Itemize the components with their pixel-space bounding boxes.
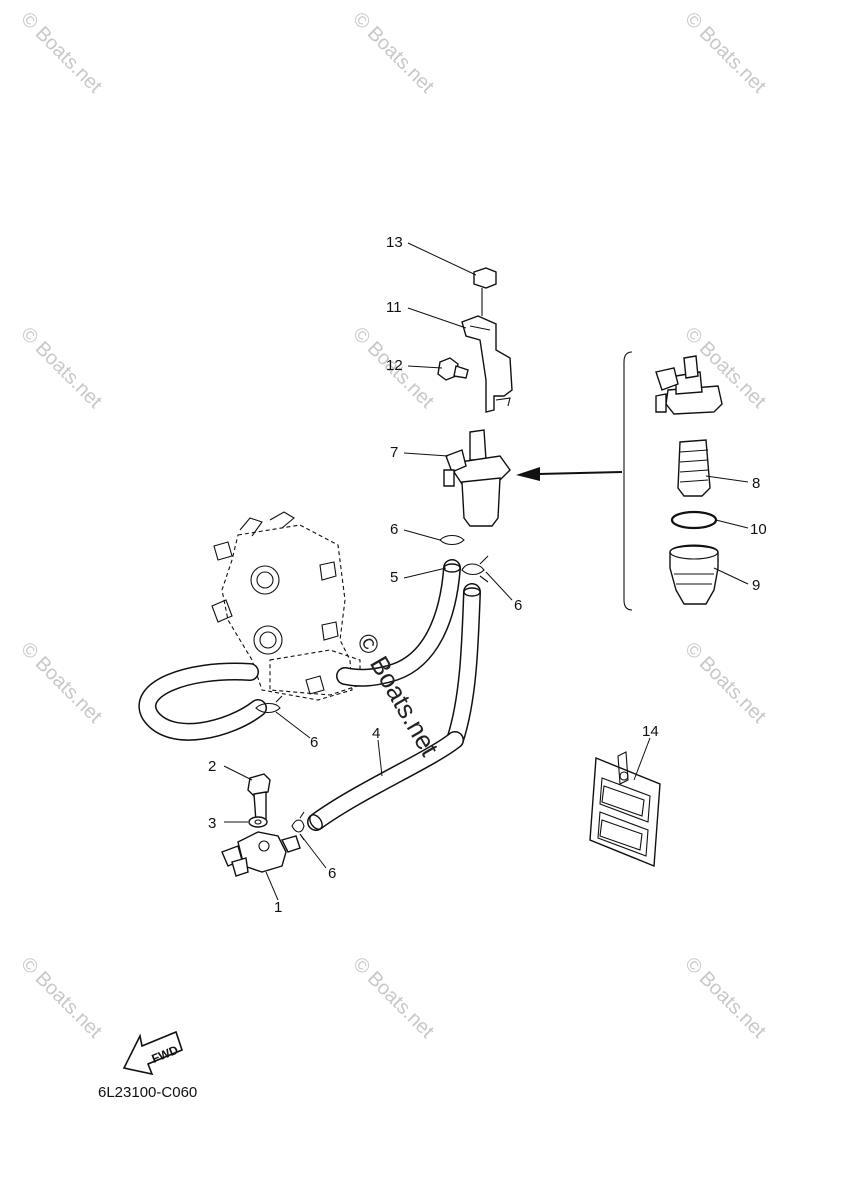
fuel-connector-part bbox=[221, 831, 301, 877]
filter-cup-part bbox=[669, 544, 719, 605]
filter-element-part bbox=[677, 439, 711, 497]
watermark: © Boats.net bbox=[16, 8, 106, 98]
watermark: © Boats.net bbox=[16, 638, 106, 728]
watermark: © Boats.net bbox=[680, 953, 770, 1043]
pump-bolt-part bbox=[247, 773, 271, 823]
callouts: 13 11 12 7 6 5 6 6 4 2 3 6 1 8 10 9 14 bbox=[208, 234, 767, 916]
bracket-part bbox=[461, 315, 513, 413]
bolt-part bbox=[437, 357, 469, 381]
callout-6: 6 bbox=[310, 734, 318, 751]
filter-cap-part bbox=[655, 355, 723, 415]
watermark: © Boats.net bbox=[348, 953, 438, 1043]
callout-3: 3 bbox=[208, 815, 216, 832]
diagram-code: 6L23100-C060 bbox=[98, 1084, 197, 1101]
watermark: © Boats.net bbox=[680, 638, 770, 728]
hose-clamps bbox=[255, 534, 489, 841]
nut-part bbox=[473, 267, 497, 316]
washer-part bbox=[248, 816, 268, 828]
watermark: © Boats.net bbox=[680, 8, 770, 98]
fuel-filter-part bbox=[443, 429, 511, 527]
callout-1: 1 bbox=[274, 899, 282, 916]
fuel-hoses bbox=[138, 559, 481, 831]
callout-6: 6 bbox=[390, 521, 398, 538]
callout-2: 2 bbox=[208, 758, 216, 775]
callout-5: 5 bbox=[390, 569, 398, 586]
watermark: © Boats.net bbox=[16, 953, 106, 1043]
callout-11: 11 bbox=[386, 299, 402, 316]
callout-13: 13 bbox=[386, 234, 403, 251]
label-sheet-part bbox=[589, 751, 661, 868]
callout-6: 6 bbox=[514, 597, 522, 614]
callout-8: 8 bbox=[752, 475, 760, 492]
callout-4: 4 bbox=[372, 725, 380, 742]
callout-6: 6 bbox=[328, 865, 336, 882]
callout-12: 12 bbox=[386, 357, 403, 374]
callout-9: 9 bbox=[752, 577, 760, 594]
carburetor-assembly bbox=[211, 511, 361, 701]
o-ring-part bbox=[670, 510, 718, 530]
leader-lines bbox=[223, 242, 749, 901]
watermark: © Boats.net bbox=[348, 8, 438, 98]
callout-14: 14 bbox=[642, 723, 659, 740]
callout-10: 10 bbox=[750, 521, 767, 538]
watermark: © Boats.net bbox=[16, 323, 106, 413]
fwd-arrow-icon: FWD bbox=[122, 1030, 183, 1076]
detail-arrow bbox=[516, 351, 633, 611]
callout-7: 7 bbox=[390, 444, 398, 461]
